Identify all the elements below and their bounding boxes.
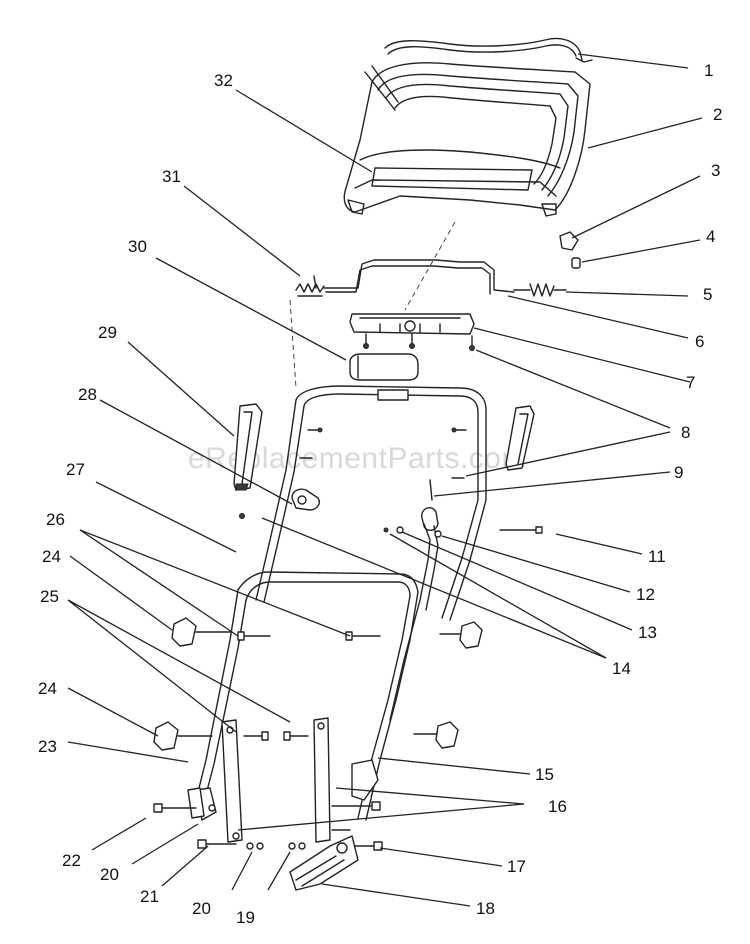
callout-13: 13 (638, 623, 657, 642)
part-1-grip-bar (384, 37, 593, 63)
part-9-cable (389, 479, 439, 721)
callout-32: 32 (214, 71, 233, 90)
callout-3: 3 (711, 161, 720, 180)
callout-24-upper: 24 (42, 547, 61, 566)
part-24-knob-upper (171, 617, 231, 647)
part-15-bracket (351, 759, 379, 801)
link-right (313, 717, 331, 843)
part-16-bolts (331, 801, 381, 831)
callout-19: 19 (236, 908, 255, 927)
callout-14: 14 (612, 659, 631, 678)
callout-7: 7 (686, 373, 695, 392)
part-25-bolt-right (283, 731, 309, 741)
callout-31: 31 (162, 167, 181, 186)
part-28-cable-guide (291, 488, 320, 511)
callout-leader-lines (67, 53, 703, 907)
callout-22: 22 (62, 851, 81, 870)
part-12-washer (434, 530, 442, 538)
part-27-lower-handle (195, 571, 419, 821)
knob-upper-right (439, 621, 483, 649)
part-31-spring (295, 275, 325, 297)
part-5-spring (513, 283, 567, 297)
callout-17: 17 (507, 857, 526, 876)
part-19-nut (288, 842, 306, 850)
part-24-knob-lower (153, 721, 213, 751)
callout-8: 8 (681, 423, 690, 442)
callout-23: 23 (38, 737, 57, 756)
part-22-bolt (153, 803, 197, 813)
callout-12: 12 (636, 585, 655, 604)
callout-21: 21 (140, 887, 159, 906)
part-3-knob (559, 231, 579, 251)
part-6-control-rod (323, 259, 515, 295)
callout-20-lower: 20 (192, 899, 211, 918)
part-13-washer (383, 526, 404, 534)
part-4-nut (571, 257, 581, 269)
callout-9: 9 (674, 463, 683, 482)
part-26-bolt-right (345, 631, 381, 641)
callout-11: 11 (648, 547, 666, 566)
handle-screws (239, 427, 467, 519)
callout-24-lower: 24 (38, 679, 57, 698)
spring-assembly-guide (289, 299, 297, 389)
callout-5: 5 (703, 285, 712, 304)
callout-1: 1 (704, 61, 713, 80)
part-26-bolt-left (237, 631, 271, 641)
callout-27: 27 (66, 460, 85, 479)
bag-assembly-guide (404, 221, 456, 311)
knob-lower-right (413, 721, 459, 749)
callout-4: 4 (706, 227, 715, 246)
callout-18: 18 (476, 899, 495, 918)
callout-labels: 1 2 3 4 5 6 7 8 9 11 12 13 14 15 16 17 1… (38, 61, 722, 927)
part-25-bolt-left (243, 731, 269, 741)
callout-30: 30 (128, 237, 147, 256)
part-11-bolt (499, 526, 543, 534)
callout-16: 16 (548, 797, 567, 816)
callout-29: 29 (98, 323, 117, 342)
part-21-bolt (197, 839, 237, 849)
part-20-washers (208, 804, 264, 850)
part-2-bag-frame (343, 62, 591, 217)
callout-6: 6 (695, 332, 704, 351)
upper-handle (255, 385, 487, 621)
part-30-foam-grip (349, 353, 419, 381)
part-17-bolt (351, 841, 383, 851)
callout-2: 2 (713, 105, 722, 124)
callout-28: 28 (78, 385, 97, 404)
link-left (221, 719, 243, 843)
part-18-deck-bracket (289, 835, 359, 891)
callout-26: 26 (46, 510, 65, 529)
part-32-bag-panel (371, 167, 533, 191)
callout-25: 25 (40, 587, 59, 606)
callout-20-left: 20 (100, 865, 119, 884)
side-clip-right (505, 405, 535, 471)
callout-15: 15 (535, 765, 554, 784)
part-7-control-bracket (349, 313, 475, 351)
part-29-side-clip (233, 403, 263, 491)
